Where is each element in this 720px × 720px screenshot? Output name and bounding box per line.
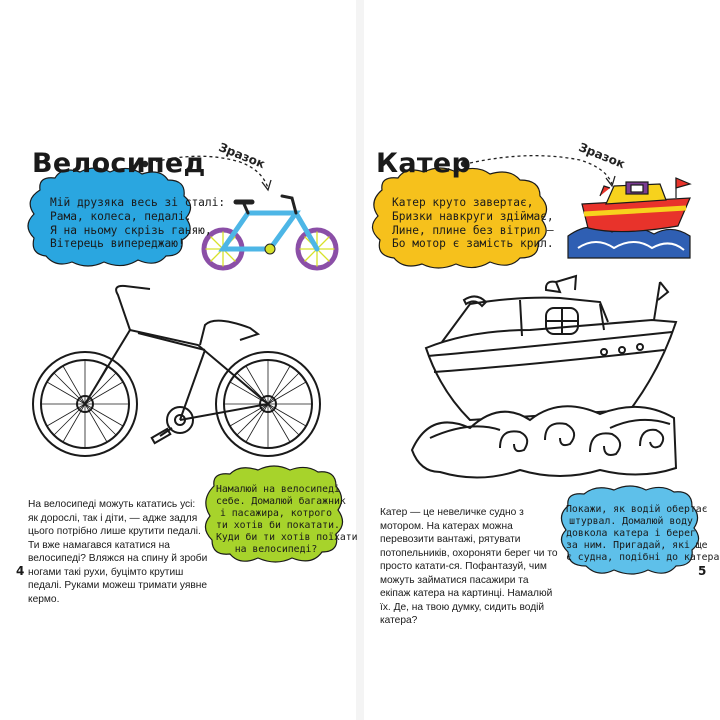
task-boat: Покажи, як водій обертає штурвал. Домалю…: [566, 504, 720, 563]
page-number-left: 4: [16, 564, 25, 578]
task-cloud-left: [204, 465, 344, 563]
poem-cloud-right: [371, 167, 548, 269]
poem-bicycle: Мій друзяка весь зі сталі: Рама, колеса,…: [50, 196, 226, 251]
poem-cloud-left: [27, 167, 192, 267]
dotted-arrow-right: [460, 155, 616, 188]
sample-boat: [567, 177, 692, 259]
page-number-right: 5: [698, 564, 707, 578]
dotted-arrow-left: [141, 155, 272, 192]
coloring-bicycle: [32, 284, 321, 457]
poem-boat: Катер круто завертає, Бризки навкруги зд…: [392, 196, 554, 251]
body-text-boat: Катер — це невеличке судно з мотором. На…: [380, 507, 558, 626]
task-bicycle: Намалюй на велосипеді себе. Домалюй бага…: [216, 484, 358, 555]
page-title-bicycle: Велосипед: [32, 148, 206, 179]
page-title-boat: Катер: [376, 148, 472, 179]
coloring-boat: [410, 274, 678, 479]
sample-bicycle: [201, 194, 339, 271]
book-spine: [356, 0, 364, 720]
task-cloud-right: [560, 485, 700, 575]
body-text-bicycle: На велосипеді можуть кататись усі: як до…: [28, 499, 208, 605]
